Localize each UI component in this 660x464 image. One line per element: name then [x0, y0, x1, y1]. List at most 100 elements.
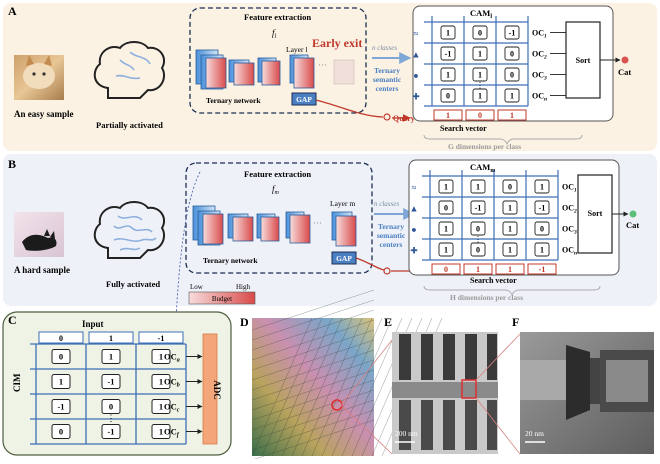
cell-value: 0: [446, 92, 450, 101]
scale-bar-f: 20 nm: [525, 429, 544, 438]
cam-title-a: CAMl: [470, 8, 492, 20]
cell-value: 1: [478, 71, 482, 80]
cell-value: 0: [109, 402, 113, 412]
output-dot-a: [621, 56, 629, 64]
output-label-b: Cat: [626, 220, 639, 230]
input-cell: [138, 331, 184, 344]
cell-value: 1: [109, 352, 113, 362]
cell-box: [438, 242, 454, 257]
query-marker: [383, 113, 391, 121]
oc-label: OC2: [562, 204, 577, 215]
brain-full-caption: Fully activated: [106, 279, 160, 289]
adc-label: ADC: [212, 380, 222, 400]
input-value: -1: [158, 334, 165, 343]
ellipsis: ⋮: [476, 81, 484, 90]
search-vector-value: 1: [510, 111, 514, 120]
ellipsis: ⋮: [107, 413, 116, 423]
gap-label-a: GAP: [296, 95, 312, 104]
cell-value: -1: [509, 29, 516, 38]
input-value: 1: [109, 334, 113, 343]
ternary-network-label-b: Ternary network: [203, 256, 258, 265]
cell-box: [470, 242, 486, 257]
cell-box: [51, 424, 71, 439]
cell-value: 1: [508, 204, 512, 213]
cell-box: [151, 374, 171, 389]
adc-bar: [202, 333, 218, 445]
class-icon: ▲: [412, 50, 421, 60]
cell-box: [534, 179, 550, 194]
search-label-b: Search vector: [470, 276, 517, 285]
search-vector-cell: [497, 109, 527, 121]
oc-label: OC3: [532, 71, 547, 82]
cell-box: [51, 374, 71, 389]
hard-sample-caption: A hard sample: [14, 265, 70, 275]
budget-high-label: High: [236, 283, 251, 291]
class-icon: ≈: [412, 183, 417, 193]
cell-box: [151, 424, 171, 439]
easy-sample-caption: An easy sample: [14, 109, 74, 119]
search-vector-value: 0: [478, 111, 482, 120]
dims-label-a: G dimensions per class: [448, 142, 521, 151]
cell-value: 1: [540, 246, 544, 255]
cell-value: 0: [59, 427, 63, 437]
brain-partial-caption: Partially activated: [96, 120, 163, 130]
cell-value: -1: [539, 204, 546, 213]
cell-box: [472, 46, 488, 61]
feature-extraction-title-a: Feature extraction: [244, 12, 311, 22]
cell-value: 0: [540, 225, 544, 234]
oc-label: OC3: [562, 225, 577, 236]
cell-box: [151, 399, 171, 414]
zoom-line-e-f-top: [475, 333, 521, 381]
oc-label: OCn: [562, 246, 577, 257]
cell-box: [504, 46, 520, 61]
sort-box-a: [565, 21, 601, 99]
budget-low-label: Low: [190, 283, 204, 291]
oc-label: OC2: [532, 50, 547, 61]
output-dot-b: [629, 210, 637, 218]
cell-value: 0: [476, 246, 480, 255]
cell-box: [51, 349, 71, 364]
cell-box: [438, 221, 454, 236]
cell-box: [101, 399, 121, 414]
cell-box: [470, 221, 486, 236]
panel-e-letter: E: [384, 315, 392, 329]
cell-value: 1: [444, 225, 448, 234]
brain-full-icon: [93, 201, 166, 259]
cell-value: 1: [510, 92, 514, 101]
cell-value: 1: [446, 71, 450, 80]
tem-image-e: [392, 332, 498, 454]
input-label: Input: [82, 319, 104, 329]
ternary-network-b: ···: [192, 205, 357, 247]
dims-brace-a: [423, 134, 583, 146]
cell-box: [472, 25, 488, 40]
cell-value: 1: [159, 352, 163, 362]
cell-value: 1: [476, 183, 480, 192]
sort-box-b: [577, 174, 613, 254]
cell-value: 0: [510, 50, 514, 59]
oc-label: OCc: [164, 402, 180, 414]
hard-sample-image: [14, 212, 64, 257]
search-vector-cell: [463, 263, 493, 275]
class-icon: ●: [413, 71, 418, 81]
cell-value: 1: [478, 50, 482, 59]
gap-label-b: GAP: [336, 254, 352, 263]
cell-box: [534, 242, 550, 257]
cell-value: 1: [478, 92, 482, 101]
cell-box: [502, 242, 518, 257]
class-icon: ✚: [412, 92, 420, 102]
centers-label-a-1: Ternary: [374, 66, 400, 75]
cell-value: 0: [508, 183, 512, 192]
dims-label-b: H dimensions per class: [450, 293, 523, 302]
centers-label-b-3: centers: [380, 240, 403, 249]
cell-box: [504, 67, 520, 82]
gap-box-a: [291, 92, 317, 106]
search-vector-cell: [465, 109, 495, 121]
oc-label: OCa: [164, 352, 180, 364]
cell-box: [438, 179, 454, 194]
f-label-b: fm: [272, 184, 280, 196]
centers-label-b-1: Ternary: [378, 222, 404, 231]
cell-box: [502, 179, 518, 194]
